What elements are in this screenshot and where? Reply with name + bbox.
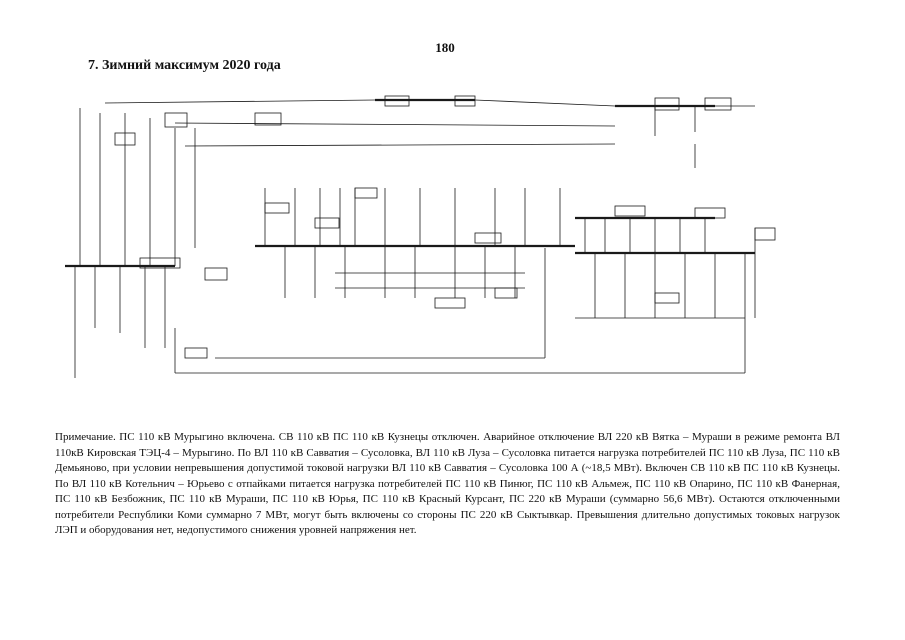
- line-top-trunk: [104, 99, 376, 104]
- substation-node: [384, 95, 410, 107]
- line-upper-trunk: [174, 122, 616, 127]
- line-mid-trunk: [184, 143, 616, 147]
- substation-node: [164, 112, 188, 128]
- substation-node: [139, 257, 181, 269]
- substation-node: [494, 287, 518, 299]
- section-title: 7. Зимний максимум 2020 года: [88, 58, 281, 73]
- substation-node: [654, 97, 680, 111]
- network-schematic-svg: [65, 95, 776, 378]
- substation-node: [184, 347, 208, 359]
- substation-node: [614, 205, 646, 217]
- substation-node: [474, 232, 502, 244]
- power-network-diagram: [55, 88, 800, 388]
- substation-node: [704, 97, 732, 111]
- substation-node: [754, 227, 776, 241]
- substation-node: [314, 217, 340, 229]
- substation-node: [354, 187, 378, 199]
- substation-node: [454, 95, 476, 107]
- diagram-note: Примечание. ПС 110 кВ Мурыгино включена.…: [55, 431, 840, 536]
- substation-node: [204, 267, 228, 281]
- substation-node: [254, 112, 282, 126]
- line-top-link: [474, 99, 616, 107]
- substation-node: [654, 292, 680, 304]
- page-number: 180: [435, 40, 455, 55]
- substation-node: [264, 202, 290, 214]
- substation-node: [694, 207, 726, 219]
- substation-node: [434, 297, 466, 309]
- substation-node: [114, 132, 136, 146]
